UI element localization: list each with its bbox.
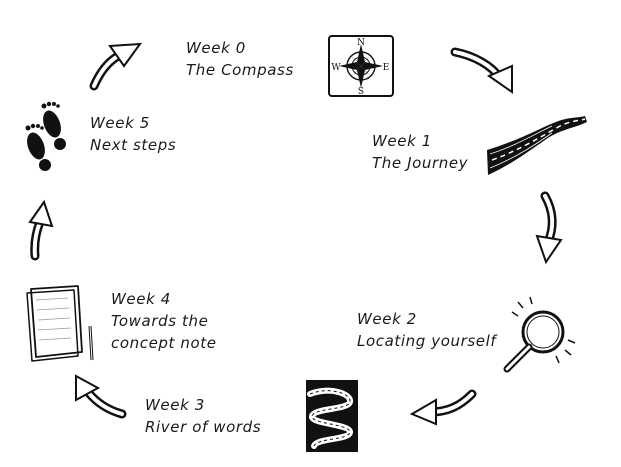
- magnifying-glass-icon: [503, 296, 576, 373]
- step-week4-label: Week 4 Towards the concept note: [111, 288, 217, 354]
- step-week0-label: Week 0 The Compass: [186, 37, 294, 81]
- footprints-icon: [25, 101, 66, 171]
- step-week3-label: Week 3 River of words: [145, 394, 261, 438]
- week4-title-line1: Towards the: [111, 312, 209, 330]
- road-icon: [487, 116, 587, 175]
- week1-title: The Journey: [372, 154, 469, 172]
- compass-icon: N S E W: [328, 35, 394, 97]
- arrow-week4-to-week5: [28, 199, 54, 261]
- notebook-pencil-icon: [26, 285, 94, 362]
- week3-number: Week 3: [145, 396, 205, 414]
- week0-number: Week 0: [186, 39, 246, 57]
- week5-title: Next steps: [90, 136, 177, 154]
- step-week1-label: Week 1 The Journey: [372, 130, 468, 174]
- week4-title-line2: concept note: [111, 334, 217, 352]
- step-week5-label: Week 5 Next steps: [90, 112, 176, 156]
- compass-e: E: [383, 63, 390, 73]
- week2-number: Week 2: [357, 310, 417, 328]
- arrow-week1-to-week2: [535, 191, 563, 265]
- compass-w: W: [331, 63, 341, 73]
- arrow-week3-to-week4: [75, 374, 127, 419]
- river-icon: [306, 380, 358, 452]
- week3-title: River of words: [145, 418, 262, 436]
- arrow-week0-to-week1: [450, 47, 513, 94]
- week2-title: Locating yourself: [357, 332, 497, 350]
- compass-n: N: [357, 38, 365, 48]
- arrow-week2-to-week3: [409, 389, 477, 426]
- arrow-week5-to-week0: [89, 42, 143, 91]
- week5-number: Week 5: [90, 114, 150, 132]
- week1-number: Week 1: [372, 132, 432, 150]
- step-week2-label: Week 2 Locating yourself: [357, 308, 496, 352]
- week0-title: The Compass: [186, 61, 294, 79]
- week4-number: Week 4: [111, 290, 171, 308]
- compass-s: S: [358, 87, 364, 97]
